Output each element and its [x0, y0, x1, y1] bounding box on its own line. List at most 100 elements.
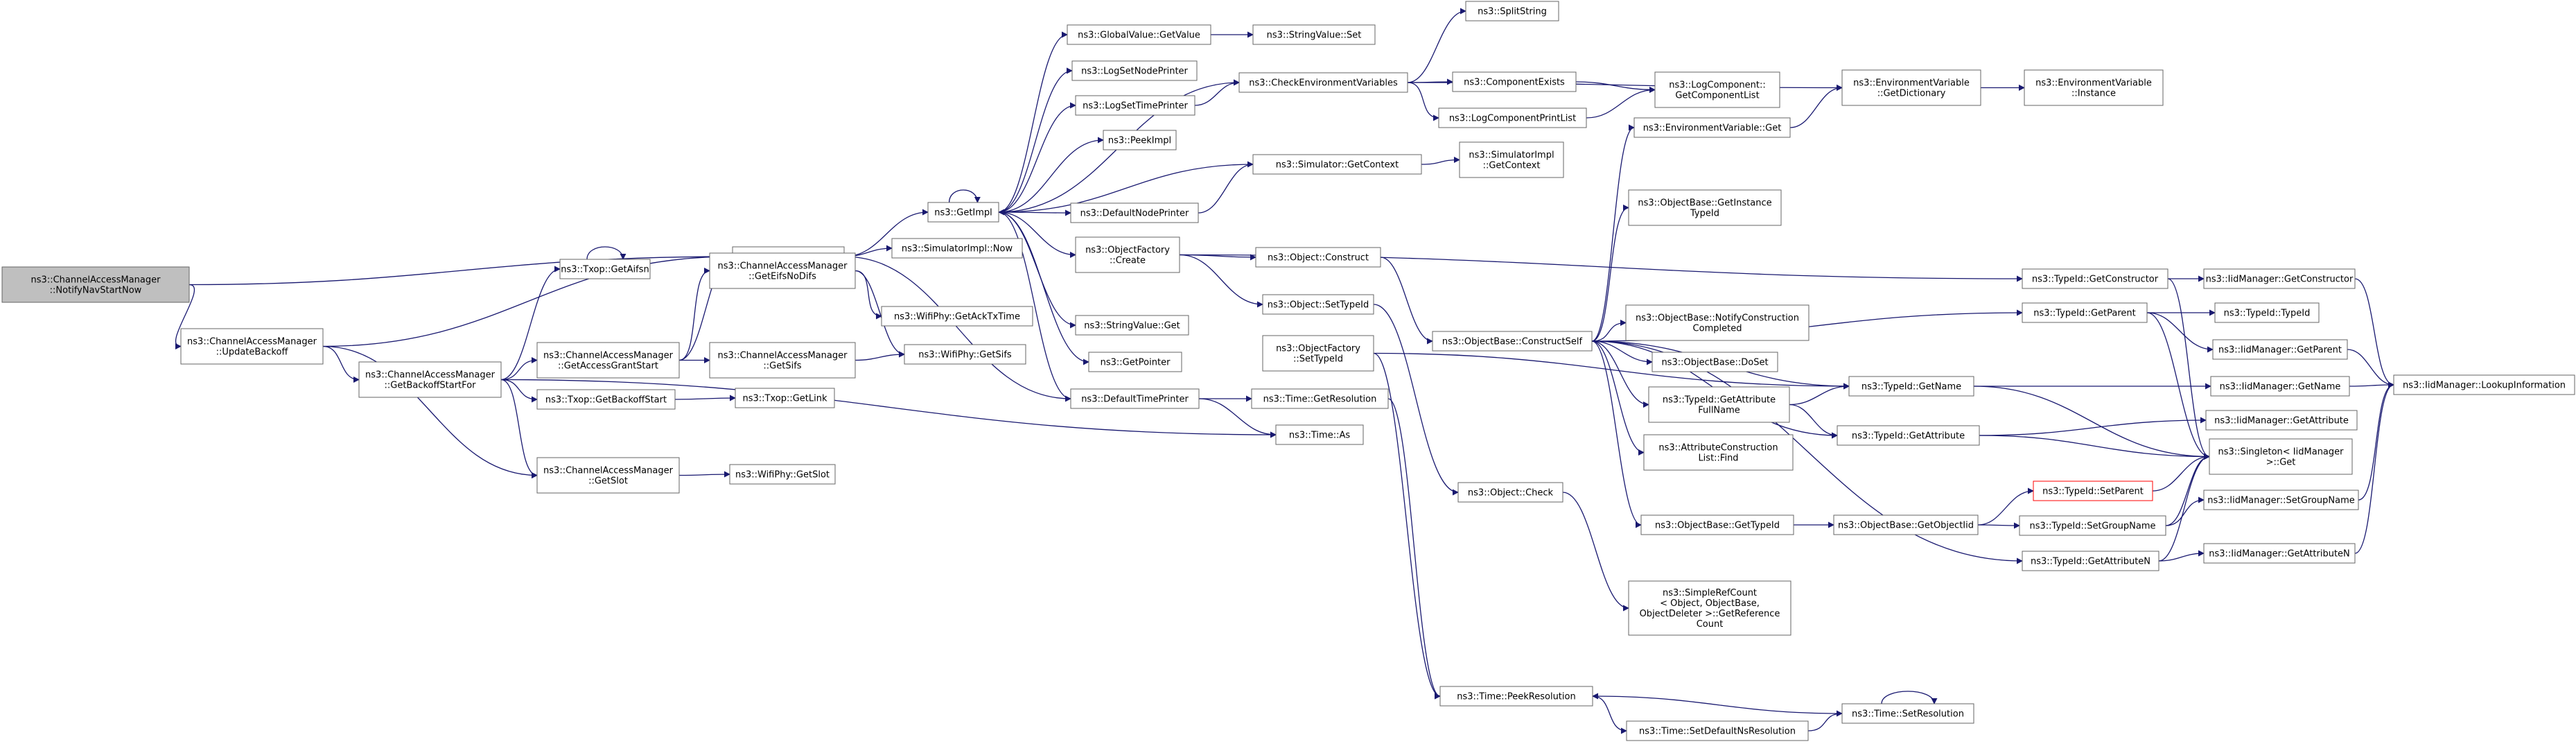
node-box [2203, 543, 2356, 564]
node-singletonGet[interactable]: ns3::Singleton< IidManager>::Get [2209, 438, 2353, 475]
node-objConstruct[interactable]: ns3::Object::Construct [1255, 247, 1381, 268]
node-timeSetResolution[interactable]: ns3::Time::SetResolution [1841, 703, 1974, 724]
node-ofCreate[interactable]: ns3::ObjectFactory::Create [1075, 236, 1180, 273]
node-getLink[interactable]: ns3::Txop::GetLink [735, 388, 835, 408]
call-edge-getAttributeFullName-to-tidGetName [1789, 383, 1850, 406]
node-tidGetAttributeN[interactable]: ns3::TypeId::GetAttributeN [2022, 551, 2159, 571]
node-label: ::GetContext [1483, 161, 1541, 171]
node-label: ns3::IidManager::GetConstructor [2206, 275, 2354, 285]
node-peekImpl[interactable]: ns3::PeekImpl [1103, 130, 1177, 150]
node-timePeekResolution[interactable]: ns3::Time::PeekResolution [1439, 686, 1593, 707]
node-iidGetName[interactable]: ns3::IidManager::GetName [2210, 376, 2350, 397]
node-label: ns3::GetPointer [1101, 358, 1171, 368]
call-edge-constructSelf-to-attrConstructionListFind [1591, 340, 1645, 456]
node-tidGetParent[interactable]: ns3::TypeId::GetParent [2022, 302, 2148, 323]
node-objSetTypeId[interactable]: ns3::Object::SetTypeId [1262, 294, 1374, 315]
node-iidLookupInformation[interactable]: ns3::IidManager::LookupInformation [2393, 374, 2575, 395]
node-envInstance[interactable]: ns3::EnvironmentVariable::Instance [2024, 69, 2164, 106]
node-getPointer[interactable]: ns3::GetPointer [1088, 352, 1182, 372]
node-phyGetSifs[interactable]: ns3::WifiPhy::GetSifs [904, 344, 1026, 365]
node-getBackoffStartFor[interactable]: ns3::ChannelAccessManager::GetBackoffSta… [358, 361, 502, 398]
node-iidSetGroupName[interactable]: ns3::IidManager::SetGroupName [2203, 490, 2359, 510]
node-tidGetName[interactable]: ns3::TypeId::GetName [1848, 376, 1974, 397]
node-label: ns3::ObjectBase::GetTypeId [1655, 521, 1780, 531]
node-iidGetAttribute[interactable]: ns3::IidManager::GetAttribute [2205, 410, 2358, 431]
call-edge-tidGetName-to-singletonGet [1973, 386, 2210, 460]
node-obGetTypeId[interactable]: ns3::ObjectBase::GetTypeId [1640, 514, 1794, 535]
node-simImplGetContext[interactable]: ns3::SimulatorImpl::GetContext [1459, 141, 1564, 178]
node-getAckTxTime[interactable]: ns3::WifiPhy::GetAckTxTime [881, 306, 1033, 327]
node-logSetTimePrinter[interactable]: ns3::LogSetTimePrinter [1075, 95, 1195, 116]
call-edge-defaultNodePrinter-to-simGetContext [1198, 161, 1254, 214]
node-getComponentList[interactable]: ns3::LogComponent::GetComponentList [1654, 71, 1780, 108]
node-label: ns3::GetImpl [934, 208, 992, 218]
node-getEifsNoDifs[interactable]: ns3::ChannelAccessManager::GetEifsNoDifs [709, 252, 856, 289]
node-iidGetConstructor[interactable]: ns3::IidManager::GetConstructor [2203, 268, 2356, 289]
node-splitString[interactable]: ns3::SplitString [1465, 1, 1559, 21]
node-box [1626, 720, 1809, 741]
node-doSet[interactable]: ns3::ObjectBase::DoSet [1651, 352, 1778, 372]
node-envGet[interactable]: ns3::EnvironmentVariable::Get [1633, 117, 1791, 138]
node-objCheck[interactable]: ns3::Object::Check [1457, 482, 1563, 503]
node-tidSetGroupName[interactable]: ns3::TypeId::SetGroupName [2019, 515, 2166, 536]
node-svSet[interactable]: ns3::StringValue::Set [1252, 24, 1376, 45]
node-svGet[interactable]: ns3::StringValue::Get [1075, 315, 1189, 336]
node-getAifsn[interactable]: ns3::Txop::GetAifsn [559, 259, 651, 279]
node-label: ns3::Time::PeekResolution [1457, 692, 1575, 702]
node-box [1628, 189, 1782, 226]
call-edge-getAttributeFullName-to-tidGetAttribute [1789, 404, 1838, 439]
node-defaultTimePrinter[interactable]: ns3::DefaultTimePrinter [1070, 388, 1200, 409]
node-envGetDictionary[interactable]: ns3::EnvironmentVariable::GetDictionary [1841, 69, 1981, 106]
node-notifyConstructionCompleted[interactable]: ns3::ObjectBase::NotifyConstructionCompl… [1625, 304, 1810, 341]
node-phyGetSlot[interactable]: ns3::WifiPhy::GetSlot [729, 464, 836, 485]
node-iidGetAttributeN[interactable]: ns3::IidManager::GetAttributeN [2203, 543, 2356, 564]
call-edge-getAccessGrantStart-to-getEifsNoDifs [678, 267, 710, 361]
node-box [2203, 268, 2356, 289]
node-gvGetValue[interactable]: ns3::GlobalValue::GetValue [1067, 24, 1211, 45]
node-tidTypeId[interactable]: ns3::TypeId::TypeId [2214, 302, 2320, 323]
node-getBackoffStart[interactable]: ns3::Txop::GetBackoffStart [536, 389, 676, 410]
node-iidGetParent[interactable]: ns3::IidManager::GetParent [2212, 339, 2348, 360]
node-ofSetTypeId[interactable]: ns3::ObjectFactory::SetTypeId [1262, 335, 1374, 372]
node-box [1252, 24, 1376, 45]
node-tidSetParent[interactable]: ns3::TypeId::SetParent [2033, 481, 2153, 501]
node-label: ns3::IidManager::GetAttribute [2214, 416, 2349, 426]
node-getImpl[interactable]: ns3::GetImpl [927, 202, 999, 223]
node-box [1071, 60, 1198, 81]
node-logSetNodePrinter[interactable]: ns3::LogSetNodePrinter [1071, 60, 1198, 81]
node-box [729, 464, 836, 485]
node-camGetSifs[interactable]: ns3::ChannelAccessManager::GetSifs [709, 342, 856, 379]
call-edge-simNow-to-getImpl [843, 209, 929, 257]
node-defaultNodePrinter[interactable]: ns3::DefaultNodePrinter [1070, 202, 1199, 223]
node-componentExists[interactable]: ns3::ComponentExists [1452, 71, 1577, 92]
node-tidGetConstructor[interactable]: ns3::TypeId::GetConstructor [2022, 268, 2168, 289]
node-box [180, 328, 324, 365]
call-edge-getImpl-to-logSetTimePrinter [998, 102, 1076, 213]
node-simGetContext[interactable]: ns3::Simulator::GetContext [1252, 154, 1422, 175]
node-timeGetResolution[interactable]: ns3::Time::GetResolution [1251, 388, 1389, 409]
node-label: ::GetAccessGrantStart [558, 361, 658, 372]
node-timeSetDefaultNsResolution[interactable]: ns3::Time::SetDefaultNsResolution [1626, 720, 1809, 741]
node-box [1459, 141, 1564, 178]
node-tidGetAttribute[interactable]: ns3::TypeId::GetAttribute [1837, 425, 1980, 446]
node-checkEnvVars[interactable]: ns3::CheckEnvironmentVariables [1238, 72, 1408, 93]
node-camGetSlot[interactable]: ns3::ChannelAccessManager::GetSlot [536, 457, 680, 494]
node-srcGetReferenceCount[interactable]: ns3::SimpleRefCount< Object, ObjectBase,… [1628, 580, 1791, 636]
node-obGetObjectIid[interactable]: ns3::ObjectBase::GetObjectIid [1833, 514, 1979, 535]
node-label: ns3::ChannelAccessManager [31, 275, 161, 286]
node-timeAs[interactable]: ns3::Time::As [1275, 424, 1364, 445]
node-logComponentPrintList[interactable]: ns3::LogComponentPrintList [1438, 107, 1587, 128]
node-updateBackoff[interactable]: ns3::ChannelAccessManager::UpdateBackoff [180, 328, 324, 365]
call-edge-tidGetAttributeN-to-singletonGet [2158, 453, 2210, 562]
node-label: Completed [1693, 324, 1742, 334]
node-constructSelf[interactable]: ns3::ObjectBase::ConstructSelf [1432, 331, 1593, 352]
call-edge-timeSetDefaultNsResolution-to-timeSetResolution [1807, 710, 1843, 732]
node-root[interactable]: ns3::ChannelAccessManager::NotifyNavStar… [1, 266, 190, 303]
node-getAccessGrantStart[interactable]: ns3::ChannelAccessManager::GetAccessGran… [536, 342, 680, 379]
node-simImplNow[interactable]: ns3::SimulatorImpl::Now [891, 238, 1023, 259]
node-box [536, 457, 680, 494]
node-label: ns3::EnvironmentVariable::Get [1643, 123, 1782, 134]
